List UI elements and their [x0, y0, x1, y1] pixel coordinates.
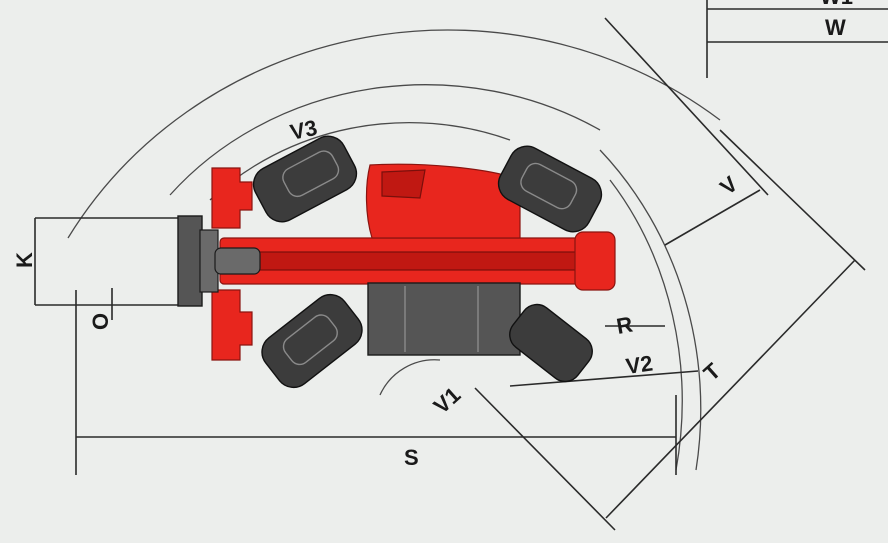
rear-frame-bracket-lower: [211, 289, 253, 361]
dimension-lines: [34, 17, 866, 531]
inner-turning-arc: [209, 122, 511, 201]
label-o: O: [88, 313, 113, 330]
small-inner-arc: [379, 359, 441, 396]
label-r: R: [615, 312, 635, 339]
telehandler-top-view: [177, 135, 616, 389]
label-w: W: [825, 15, 846, 40]
front-axle: [574, 231, 616, 291]
engine-housing: [367, 282, 521, 356]
tire-front-left: [497, 145, 603, 233]
label-k: K: [12, 252, 37, 268]
middle-turning-arc: [169, 84, 601, 196]
label-v3: V3: [288, 115, 320, 145]
fork-carriage: [177, 215, 203, 307]
width-dimension-block: W1 W: [706, 0, 888, 78]
turning-arcs: [67, 29, 721, 471]
label-t: T: [699, 358, 726, 386]
outer-turning-arc: [67, 29, 721, 239]
rear-frame-bracket: [211, 167, 253, 229]
inner-clearance-arc: [609, 179, 683, 471]
boom-inner: [234, 251, 596, 271]
label-v1: V1: [429, 382, 466, 419]
cab-window: [381, 169, 426, 199]
tire-front-right: [509, 303, 593, 383]
outer-clearance-arc: [599, 149, 702, 471]
label-v2: V2: [624, 350, 654, 379]
tire-rear-right: [261, 293, 363, 389]
hitch: [214, 247, 261, 275]
tire-rear-left: [252, 135, 358, 223]
label-v: V: [715, 171, 743, 200]
label-s: S: [404, 445, 419, 470]
label-w1: W1: [820, 0, 853, 9]
